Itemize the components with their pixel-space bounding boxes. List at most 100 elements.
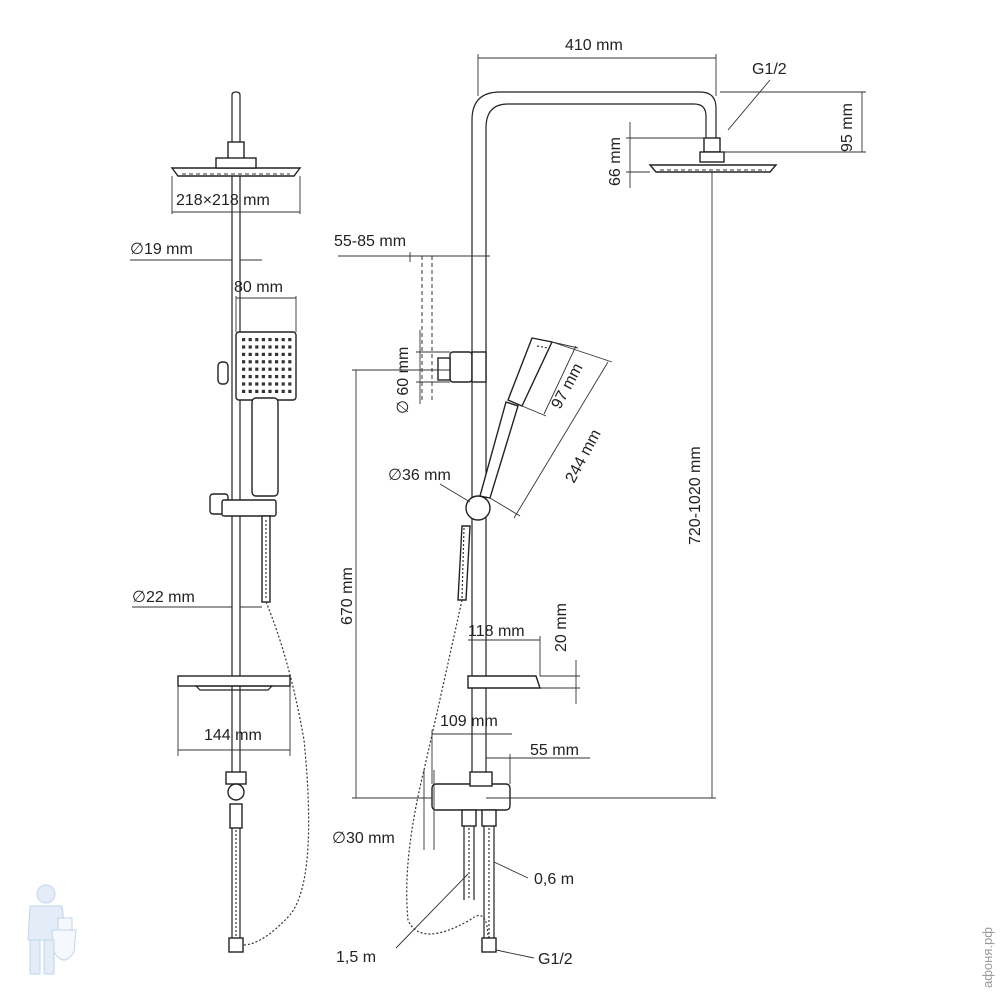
- label-inlet-thread: G1/2: [538, 951, 573, 968]
- nozzle: [288, 367, 292, 371]
- nozzle: [275, 360, 279, 364]
- nozzle: [268, 389, 272, 393]
- nozzle: [288, 375, 292, 379]
- dim-lower-height: 670 mm: [339, 567, 356, 625]
- wall-holder-bracket: [449, 351, 473, 383]
- nozzle: [281, 345, 285, 349]
- dim-head-drop: 66 mm: [607, 137, 624, 186]
- nozzle: [261, 338, 265, 342]
- dim-mixer-pipe-diameter: ∅30 mm: [332, 830, 395, 847]
- nozzle: [261, 375, 265, 379]
- nozzle: [248, 352, 252, 356]
- nozzle: [288, 345, 292, 349]
- nozzle: [248, 389, 252, 393]
- nozzle: [268, 367, 272, 371]
- dim-mixer-offset: 55 mm: [530, 742, 579, 759]
- flexible-hose-loop: [242, 601, 310, 946]
- side-rain-shower-head: [648, 164, 778, 173]
- dim-shelf-thickness: 20 mm: [553, 603, 570, 652]
- nozzle: [242, 345, 246, 349]
- thermostatic-mixer: [431, 783, 511, 811]
- nozzle: [255, 360, 259, 364]
- nozzle: [255, 382, 259, 386]
- dim-holder-offset: 55-85 mm: [334, 233, 406, 250]
- nozzle: [275, 382, 279, 386]
- nozzle: [288, 382, 292, 386]
- hand-shower-handle: [251, 397, 279, 497]
- nozzle: [242, 338, 246, 342]
- nozzle: [248, 338, 252, 342]
- nozzle: [261, 345, 265, 349]
- nozzle: [261, 352, 265, 356]
- plumber-mascot-logo: [27, 884, 77, 975]
- nozzle: [275, 352, 279, 356]
- nozzle: [248, 375, 252, 379]
- nozzle: [288, 389, 292, 393]
- nozzle: [275, 389, 279, 393]
- nozzle: [242, 367, 246, 371]
- dim-holder-diameter: ∅ 60 mm: [395, 347, 412, 414]
- nozzle: [248, 367, 252, 371]
- riser-pipe-inner: [485, 103, 707, 790]
- nozzle: [268, 345, 272, 349]
- side-view: 410 mm G1/2 95 mm 66 mm 55-85 mm ∅ 60 mm…: [332, 37, 866, 968]
- front-view: 218×218 mm ∅19 mm 80 mm ∅22 mm 144 mm: [130, 91, 310, 953]
- nozzle: [255, 389, 259, 393]
- nozzle: [242, 382, 246, 386]
- nozzle: [261, 389, 265, 393]
- dim-mixer-depth: 109 mm: [440, 713, 498, 730]
- nozzle: [261, 360, 265, 364]
- nozzle: [255, 345, 259, 349]
- nozzle: [242, 360, 246, 364]
- nozzle: [255, 375, 259, 379]
- watermark-text: афоня.рф: [980, 927, 995, 988]
- dim-handshower-head-length: 97 mm: [549, 361, 587, 412]
- nozzle: [275, 338, 279, 342]
- nozzle: [242, 375, 246, 379]
- dim-handshower-width: 80 mm: [234, 279, 283, 296]
- nozzle: [288, 338, 292, 342]
- side-hand-shower: [507, 337, 554, 407]
- nozzle: [268, 360, 272, 364]
- nozzle: [268, 375, 272, 379]
- nozzle: [288, 360, 292, 364]
- nozzle: [275, 345, 279, 349]
- dim-pipe-diameter-top: ∅19 mm: [130, 241, 193, 258]
- nozzle: [275, 375, 279, 379]
- label-hose-short: 0,6 m: [534, 871, 574, 888]
- dim-shelf-width: 144 mm: [204, 727, 262, 744]
- label-head-thread: G1/2: [752, 61, 787, 78]
- nozzle: [248, 345, 252, 349]
- diverter-knob: [227, 783, 245, 801]
- nozzle: [261, 382, 265, 386]
- nozzle: [281, 382, 285, 386]
- nozzle: [248, 360, 252, 364]
- dim-head-height: 720-1020 mm: [687, 446, 704, 545]
- nozzle: [281, 352, 285, 356]
- nozzle: [248, 382, 252, 386]
- dim-shelf-depth: 118 mm: [468, 623, 525, 640]
- nozzle: [255, 338, 259, 342]
- nozzle: [281, 360, 285, 364]
- nozzle: [255, 367, 259, 371]
- nozzle: [268, 382, 272, 386]
- side-outlet-ball: [465, 495, 491, 521]
- dim-pipe-diameter-bottom: ∅22 mm: [132, 589, 195, 606]
- nozzle: [281, 367, 285, 371]
- dim-handshower-length: 244 mm: [563, 427, 605, 486]
- nozzle: [261, 367, 265, 371]
- side-flexible-hose: [406, 599, 489, 941]
- nozzle: [281, 375, 285, 379]
- label-hose-long: 1,5 m: [336, 949, 376, 966]
- nozzle: [255, 352, 259, 356]
- side-shelf: [467, 675, 541, 689]
- nozzle: [275, 367, 279, 371]
- riser-pipe-outer: [471, 91, 717, 790]
- nozzle: [242, 352, 246, 356]
- nozzle: [281, 389, 285, 393]
- rain-shower-head: [170, 167, 302, 177]
- dim-arm-reach: 410 mm: [565, 37, 623, 54]
- nozzle: [288, 352, 292, 356]
- nozzle: [242, 389, 246, 393]
